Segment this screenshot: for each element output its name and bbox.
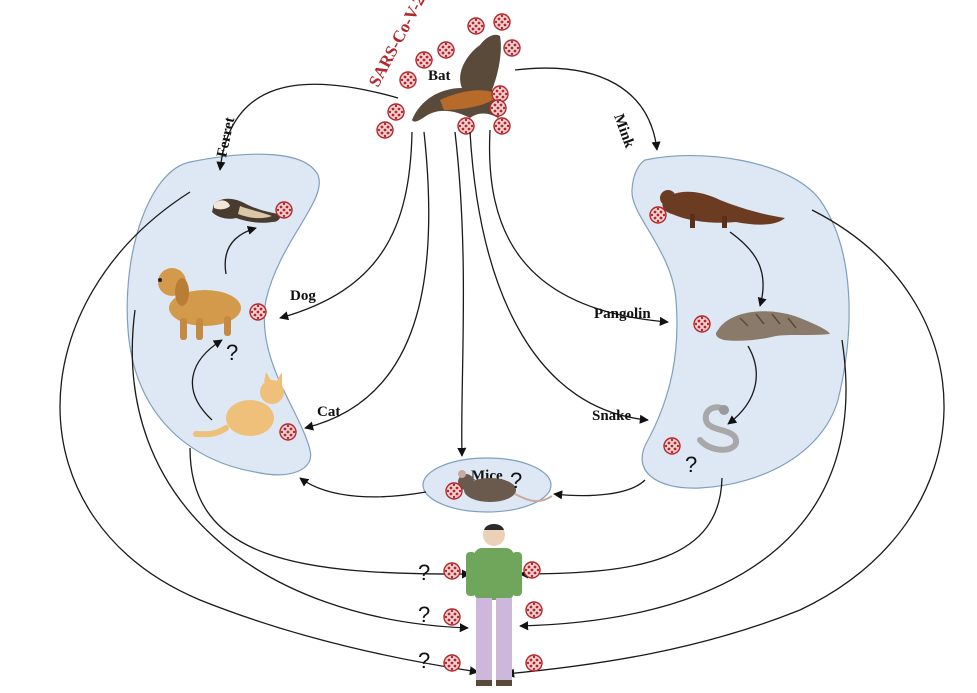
virus-snake [664, 438, 680, 454]
label-cat: Cat [317, 404, 340, 420]
arrow-mice-cat [300, 478, 426, 497]
virus-pangolin [694, 316, 710, 332]
virus-dog [250, 304, 266, 320]
virus-mink [650, 207, 666, 223]
label-ferret: Ferret [214, 116, 238, 159]
label-mink: Mink [610, 112, 637, 151]
arrow-snake-mice [554, 480, 645, 496]
arrow-bat-pangolin [490, 130, 668, 322]
unknown-mice: ? [510, 468, 522, 493]
unknown-dog: ? [226, 340, 238, 365]
virus-cat [280, 424, 296, 440]
arrow-bat-mice [455, 132, 463, 456]
arrow-bat-snake [470, 132, 648, 420]
virus-name-label: SARS-Co-V-2 [365, 0, 429, 90]
unknown-human-3: ? [418, 648, 430, 673]
virus-ferret [276, 202, 292, 218]
bat-label: Bat [428, 68, 451, 84]
unknown-human-2: ? [418, 602, 430, 627]
label-snake: Snake [592, 408, 632, 424]
label-dog: Dog [290, 288, 316, 304]
arrow-right-to-human-1 [520, 478, 722, 574]
virus-mice [446, 483, 462, 499]
unknown-human-1: ? [418, 560, 430, 585]
human-icon [466, 524, 522, 686]
unknown-snake: ? [685, 452, 697, 477]
arrow-bat-cat [305, 132, 429, 428]
bat-icon [412, 35, 502, 122]
label-pangolin: Pangolin [594, 306, 651, 322]
